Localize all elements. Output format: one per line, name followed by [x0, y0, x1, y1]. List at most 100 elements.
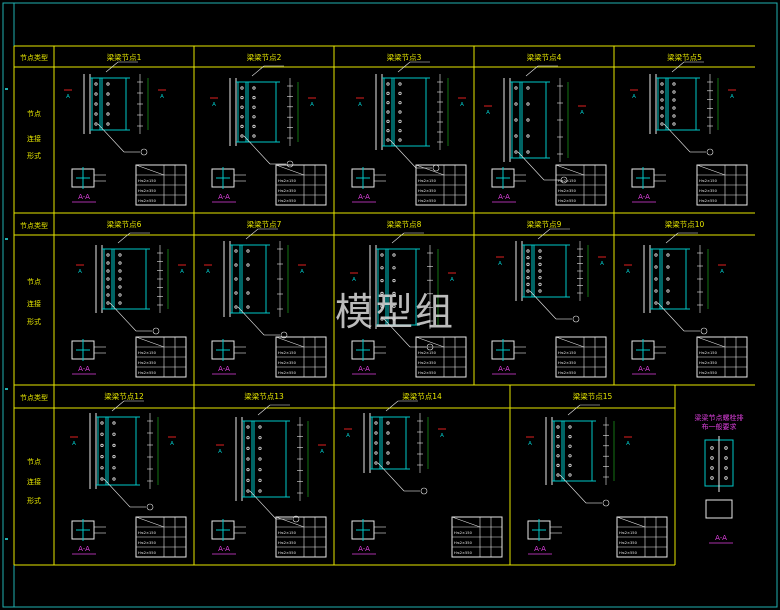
bolt [246, 436, 250, 440]
bolt [380, 278, 384, 283]
bolt-table-cell: H≤2×350 [418, 189, 437, 193]
end-plate [97, 416, 107, 486]
bolt [556, 473, 560, 477]
bolt-table-cell: H≤2×150 [138, 179, 157, 183]
bolt [710, 466, 714, 470]
section-aa-detail [631, 339, 666, 361]
leader-line [665, 232, 679, 244]
bolt [374, 461, 378, 465]
bolt [106, 253, 110, 257]
section-mark: A [346, 433, 350, 439]
bolt [392, 304, 396, 308]
bolt [568, 444, 572, 448]
node-title: 梁梁节点10 [665, 220, 705, 229]
bolt [246, 305, 250, 309]
section-label: A-A [358, 193, 370, 201]
section-mark: A [72, 441, 76, 447]
bolt [100, 432, 104, 436]
bolt [710, 456, 714, 460]
bolt [660, 122, 664, 126]
bolt [672, 90, 676, 94]
bolt [252, 134, 256, 138]
node-title: 梁梁节点7 [247, 220, 282, 229]
bolt-table-cell: H≤2×550 [278, 551, 297, 555]
bolt [568, 463, 572, 467]
bolt [392, 278, 396, 283]
bolt-table-cell: H≤2×550 [418, 199, 437, 203]
leader-line [537, 228, 551, 240]
bolt [654, 253, 658, 257]
bolt [392, 253, 396, 257]
side-detail-section [705, 499, 733, 519]
section-mark: A [218, 449, 222, 455]
callout-bubble [560, 176, 568, 184]
node-title: 梁梁节点5 [667, 53, 702, 62]
section-mark: A [66, 94, 70, 100]
bolt [240, 105, 244, 109]
bolt [100, 443, 104, 447]
section-aa-detail [527, 519, 562, 541]
bolt [112, 443, 116, 447]
section-aa-detail [211, 519, 246, 541]
bolt-table-cell: H≤2×550 [278, 199, 297, 203]
section-mark: A [486, 110, 490, 116]
leader-line [529, 290, 557, 320]
end-plate [103, 248, 113, 310]
bolt [386, 82, 390, 86]
bolt [258, 468, 262, 472]
bolt [538, 269, 542, 273]
bolt [258, 436, 262, 440]
leader-line [111, 400, 125, 412]
bolt [246, 291, 250, 295]
section-mark: A [78, 269, 82, 275]
section-aa-detail [491, 167, 526, 189]
bolt [94, 92, 98, 96]
section-label: A-A [218, 365, 230, 373]
bolt [246, 277, 250, 281]
bolt [526, 102, 530, 106]
bolt [724, 466, 728, 470]
section-label: A-A [358, 545, 370, 553]
bolt [106, 122, 110, 126]
bolt [380, 266, 384, 270]
leader-line [663, 123, 691, 153]
leader-line [389, 139, 417, 169]
leader-line [383, 318, 411, 348]
bolt [94, 112, 98, 116]
bolt [556, 425, 560, 429]
bolt [660, 98, 664, 102]
node-title: 梁梁节点13 [244, 392, 284, 401]
section-label: A-A [638, 365, 650, 373]
bolt [100, 477, 104, 481]
leader-line [117, 232, 131, 244]
bolt [240, 96, 244, 100]
section-mark: A [352, 277, 356, 283]
bolt [380, 253, 384, 257]
end-plate [91, 77, 101, 131]
bolt [234, 263, 238, 267]
bolt [246, 263, 250, 267]
bolt [118, 277, 122, 281]
leader-line [97, 123, 125, 153]
callout-bubble [700, 327, 708, 335]
section-aa-detail [351, 519, 386, 541]
bolt [526, 289, 530, 293]
bolt [112, 454, 116, 459]
bolt [568, 434, 572, 439]
node-table-frame [13, 45, 755, 566]
